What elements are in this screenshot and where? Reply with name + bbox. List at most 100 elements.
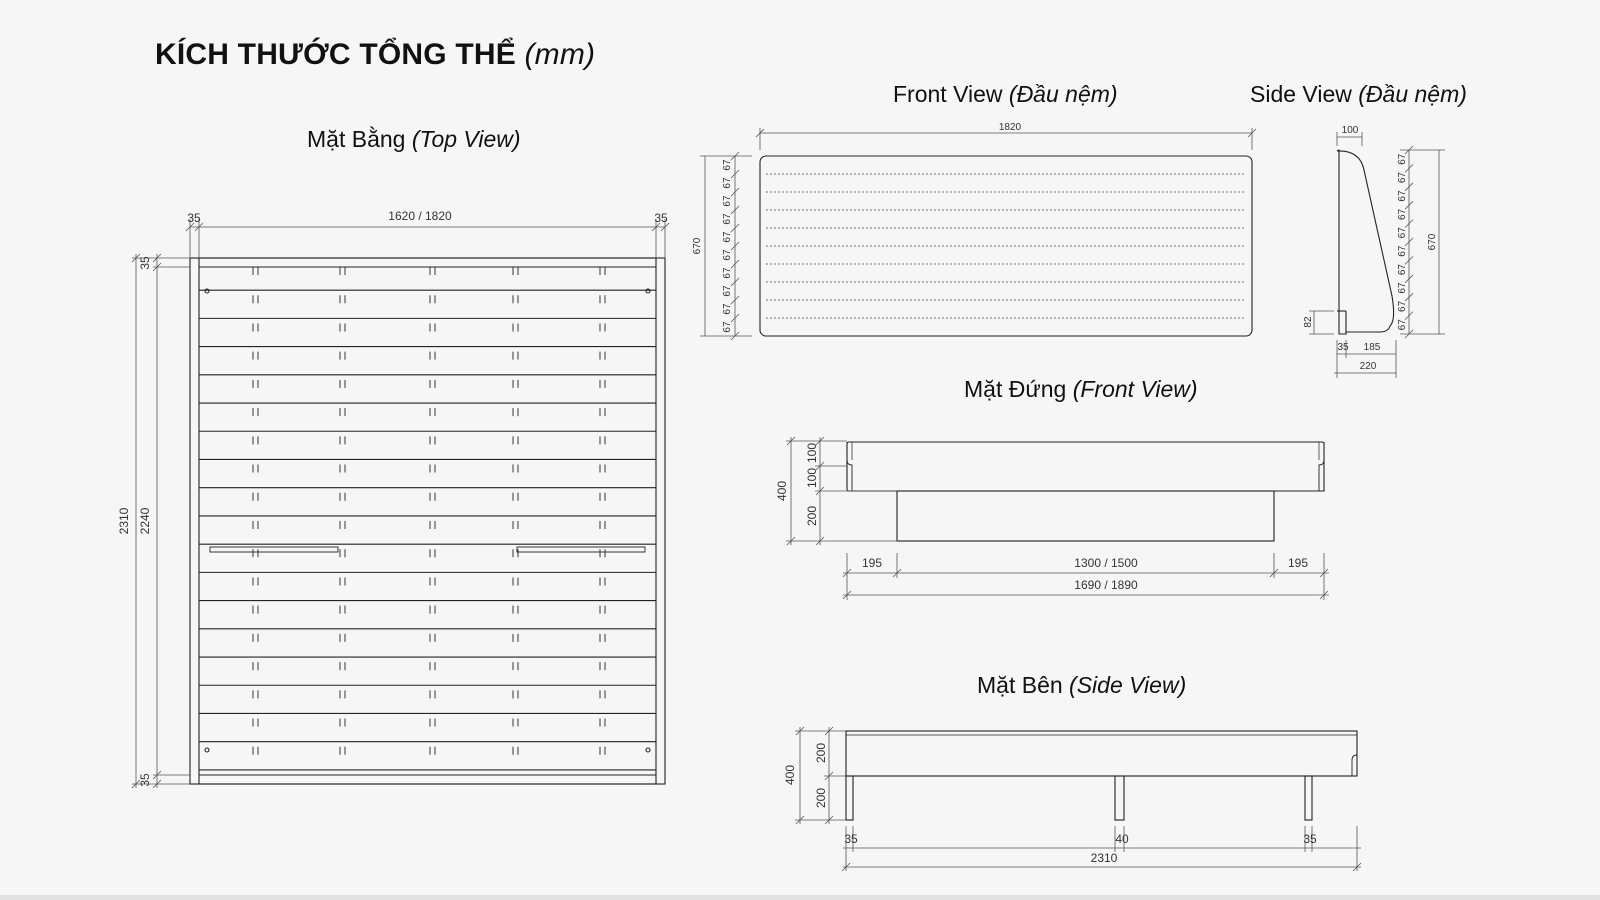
top-view-bolt bbox=[204, 288, 210, 294]
side-head-tick bbox=[1404, 182, 1414, 192]
dim-front-left: 195 bbox=[862, 556, 882, 570]
headboard-slat-lines bbox=[766, 173, 1246, 319]
bottom-bar bbox=[0, 895, 1600, 900]
headboard-tick bbox=[730, 277, 740, 287]
top-view-dimension-labels: 35 1620 / 1820 35 2310 2240 35 35 bbox=[117, 209, 668, 787]
dim-top-edge-bottom: 35 bbox=[138, 773, 152, 787]
bed-front-drawing bbox=[846, 441, 1325, 542]
headboard-tick bbox=[730, 169, 740, 179]
headboard-side-drawing bbox=[1336, 149, 1395, 335]
headboard-slat-label: 67 bbox=[722, 159, 733, 171]
top-view-bolt bbox=[645, 288, 651, 294]
top-view-bolt bbox=[645, 747, 651, 753]
side-head-slat-label: 67 bbox=[1397, 319, 1408, 331]
bed-side-frame bbox=[845, 730, 1358, 777]
top-view-inner-frame bbox=[198, 257, 657, 785]
headboard-side-profile bbox=[1336, 149, 1395, 335]
side-view-label: Mặt Bên bbox=[977, 672, 1063, 698]
front-view-sub: (Front View) bbox=[1072, 376, 1198, 402]
side-head-tick bbox=[1404, 200, 1414, 210]
headboard-tick bbox=[730, 223, 740, 233]
headboard-slat-label: 67 bbox=[722, 195, 733, 207]
bed-side-dimensions bbox=[795, 726, 1362, 872]
dim-side-head-height: 670 bbox=[1427, 233, 1438, 250]
side-head-heading: Side View (Đầu nệm) bbox=[1250, 81, 1467, 108]
dim-front-upper-2: 100 bbox=[805, 468, 819, 488]
dim-side-total-length: 2310 bbox=[1091, 851, 1118, 865]
bed-front-dimensions bbox=[786, 436, 1329, 600]
top-view-dimensions bbox=[131, 219, 670, 789]
page-title-unit: (mm) bbox=[524, 38, 596, 71]
dim-top-edge-top: 35 bbox=[138, 256, 152, 270]
dim-top-total-length: 2310 bbox=[117, 507, 131, 534]
headboard-slat-label: 67 bbox=[722, 249, 733, 261]
bed-side-leg-right bbox=[1304, 775, 1313, 821]
dim-side-upper: 200 bbox=[814, 743, 828, 763]
dim-side-leg-mid: 40 bbox=[1115, 832, 1129, 846]
side-head-slat-label: 67 bbox=[1397, 172, 1408, 184]
dim-top-left-margin: 35 bbox=[187, 211, 201, 225]
side-head-slat-label: 67 bbox=[1397, 153, 1408, 165]
top-view-bolt bbox=[204, 747, 210, 753]
top-view-frame bbox=[189, 257, 666, 785]
headboard-slat-label: 67 bbox=[722, 213, 733, 225]
dim-side-head-depth: 100 bbox=[1342, 125, 1359, 136]
bed-front-base bbox=[896, 490, 1275, 542]
side-head-tick bbox=[1404, 274, 1414, 284]
front-view-heading: Mặt Đứng (Front View) bbox=[964, 376, 1198, 403]
side-head-label: Side View bbox=[1250, 81, 1352, 107]
side-head-tick bbox=[1404, 145, 1414, 155]
top-view-bracket-left bbox=[209, 546, 339, 553]
dim-head-height: 670 bbox=[692, 237, 703, 254]
bed-front-labels: 400 100 100 200 195 1300 / 1500 195 1690… bbox=[775, 443, 1308, 592]
dim-front-lower: 200 bbox=[805, 506, 819, 526]
headboard-panel bbox=[759, 155, 1253, 337]
headboard-slat-label: 67 bbox=[722, 321, 733, 333]
top-view-label: Mặt Bằng bbox=[307, 126, 406, 152]
side-head-slat-label: 67 bbox=[1397, 245, 1408, 257]
dim-top-width: 1620 / 1820 bbox=[388, 209, 452, 223]
dim-side-head-total: 220 bbox=[1360, 361, 1377, 372]
headboard-tick bbox=[730, 187, 740, 197]
side-head-tick bbox=[1404, 292, 1414, 302]
headboard-slat-label: 67 bbox=[722, 285, 733, 297]
front-head-sub: (Đầu nệm) bbox=[1008, 81, 1118, 107]
headboard-tick bbox=[730, 205, 740, 215]
side-head-slat-label: 67 bbox=[1397, 208, 1408, 220]
side-view-heading: Mặt Bên (Side View) bbox=[977, 672, 1186, 699]
dim-side-leg-left: 35 bbox=[844, 832, 858, 846]
headboard-slat-label: 67 bbox=[722, 177, 733, 189]
side-head-tick bbox=[1404, 256, 1414, 265]
side-head-slat-label: 67 bbox=[1397, 300, 1408, 312]
headboard-slat-label: 67 bbox=[722, 303, 733, 315]
dim-top-right-margin: 35 bbox=[654, 211, 668, 225]
headboard-front-dimensions bbox=[700, 128, 1257, 341]
bed-front-frame bbox=[846, 441, 1325, 492]
bed-side-leg-mid bbox=[1114, 775, 1125, 821]
side-head-slat-label: 67 bbox=[1397, 282, 1408, 294]
page-title: KÍCH THƯỚC TỔNG THỂ (mm) bbox=[155, 38, 595, 72]
dim-side-head-b2: 185 bbox=[1364, 342, 1381, 353]
headboard-tick bbox=[730, 241, 740, 251]
bed-side-labels: 400 200 200 35 40 35 2310 bbox=[783, 743, 1317, 865]
headboard-slat-label: 67 bbox=[722, 231, 733, 243]
side-head-slat-label: 67 bbox=[1397, 190, 1408, 202]
headboard-tick bbox=[730, 313, 740, 323]
dim-front-total-width: 1690 / 1890 bbox=[1074, 578, 1138, 592]
dim-front-total-height: 400 bbox=[775, 481, 789, 501]
top-view-heading: Mặt Bằng (Top View) bbox=[307, 126, 521, 153]
bed-side-leg-left bbox=[845, 775, 854, 821]
side-head-tick bbox=[1404, 237, 1414, 247]
top-view-drawing bbox=[189, 257, 666, 785]
side-head-tick bbox=[1404, 311, 1414, 320]
bed-side-drawing bbox=[845, 730, 1358, 821]
side-head-tick bbox=[1404, 164, 1414, 173]
side-view-sub: (Side View) bbox=[1069, 672, 1187, 698]
dim-side-head-base: 82 bbox=[1303, 316, 1314, 328]
dim-front-mid: 1300 / 1500 bbox=[1074, 556, 1138, 570]
headboard-tick bbox=[730, 295, 740, 305]
top-view-sub: (Top View) bbox=[411, 126, 521, 152]
dim-side-lower: 200 bbox=[814, 788, 828, 808]
dim-side-total-height: 400 bbox=[783, 765, 797, 785]
